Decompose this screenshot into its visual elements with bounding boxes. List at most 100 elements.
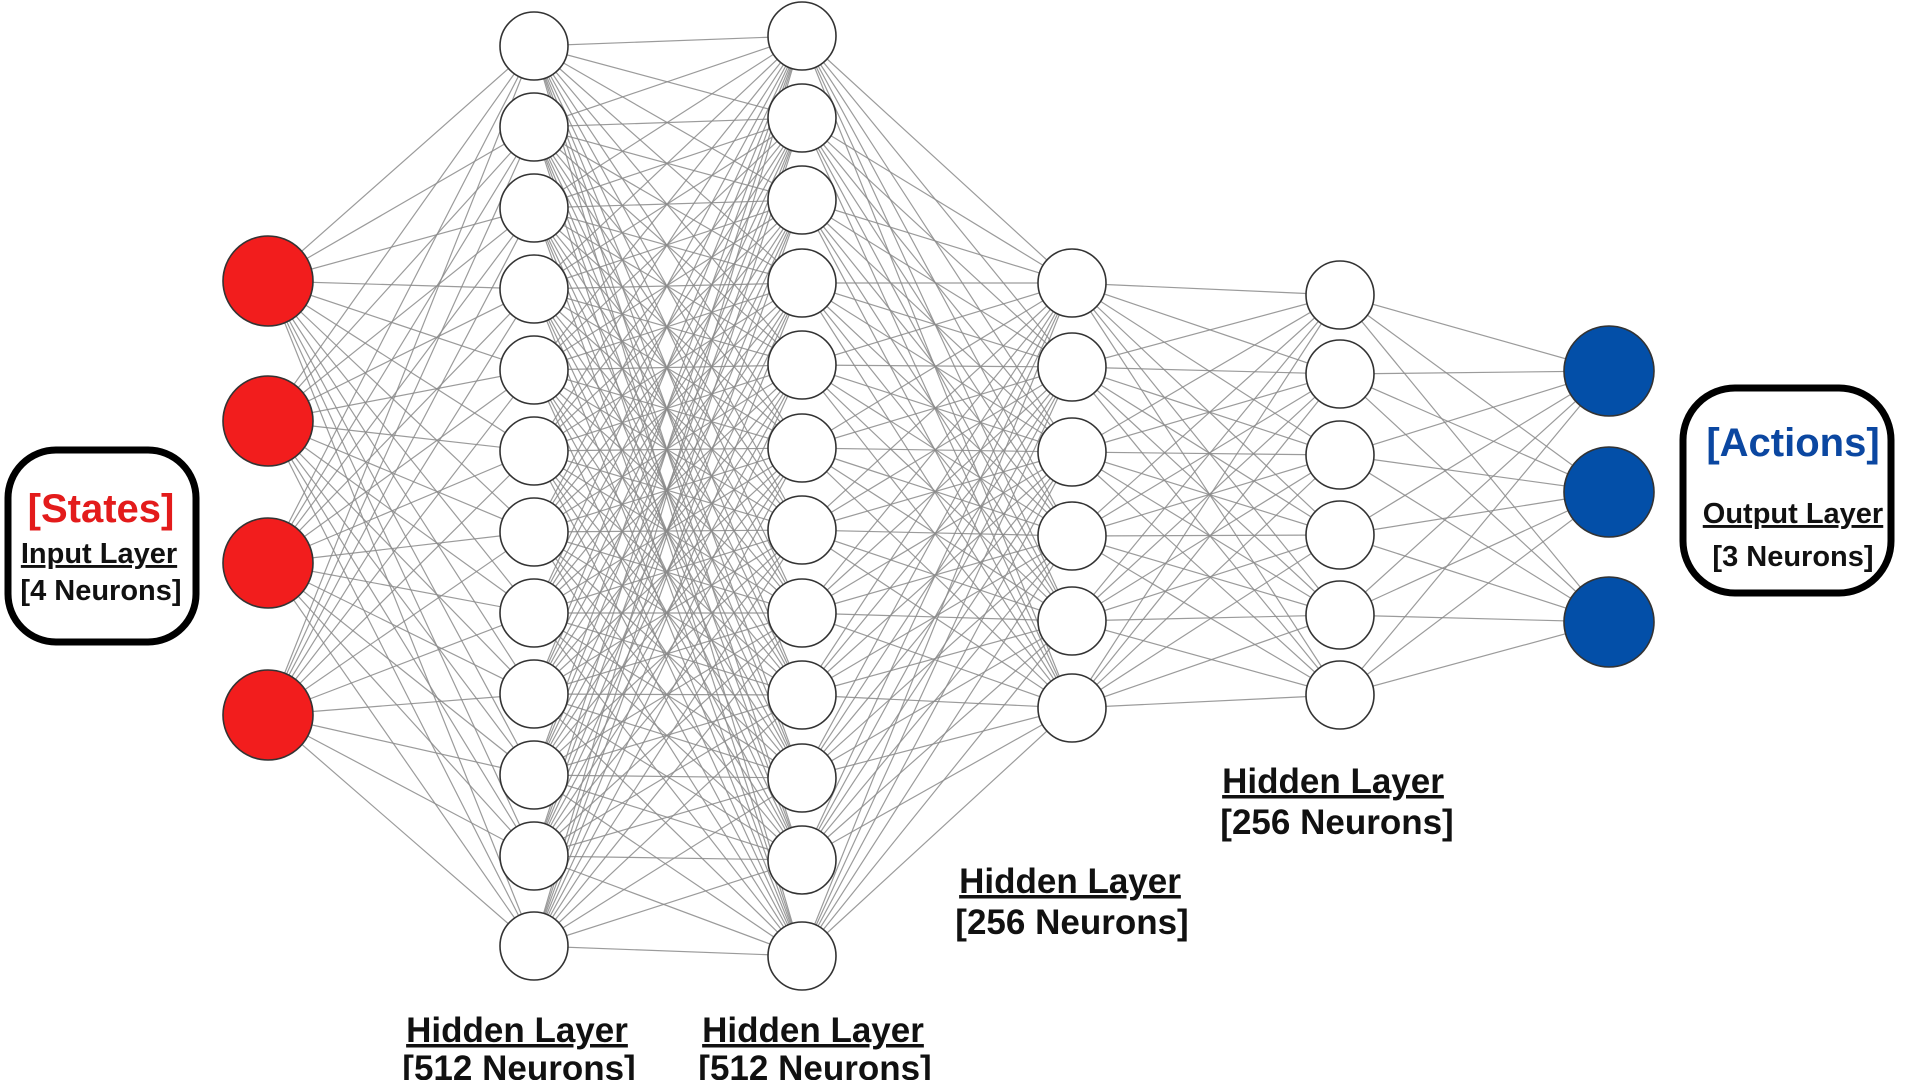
connection-edge	[1339, 294, 1610, 623]
connection-edge	[267, 450, 535, 716]
connection-edge	[801, 282, 1073, 449]
connection-edge	[801, 620, 1073, 861]
connection-edge	[267, 280, 535, 371]
connection-edge	[1071, 451, 1341, 696]
hidden-2-neuron-1	[767, 1, 837, 71]
connection-edge	[1339, 373, 1610, 623]
connection-edge	[1071, 366, 1341, 536]
connection-edge	[801, 117, 1073, 453]
hidden-4-neuron-5	[1305, 580, 1375, 650]
connection-edge	[801, 282, 1073, 957]
connection-edge	[533, 35, 803, 371]
connection-edge	[801, 35, 1073, 537]
connection-edge	[533, 282, 803, 290]
connection-edge	[801, 282, 1073, 368]
connection-edge	[267, 420, 535, 614]
connection-edge	[533, 35, 803, 695]
connection-edge	[1071, 282, 1341, 375]
input-layer-box	[4, 446, 200, 646]
connection-edge	[801, 451, 1073, 531]
connection-edge	[1071, 620, 1341, 696]
connection-edge	[801, 620, 1073, 696]
connection-edge	[533, 777, 803, 857]
connection-edge	[1071, 614, 1341, 622]
hidden-3-neuron-2	[1037, 332, 1107, 402]
connection-edge	[533, 117, 803, 857]
connection-edge	[533, 774, 803, 957]
connection-edge	[1339, 370, 1610, 616]
output-layer-name: Output Layer	[1703, 498, 1883, 530]
connection-edge	[801, 366, 1073, 957]
connection-edge	[533, 447, 803, 857]
connection-edge	[533, 369, 803, 957]
states-label: [States]	[28, 487, 175, 531]
connection-edge	[801, 447, 1073, 453]
connection-edge	[267, 126, 535, 282]
hidden-layer-3-count: [256 Neurons]	[955, 903, 1188, 942]
hidden-3-neuron-1	[1037, 248, 1107, 318]
hidden-1-neuron-11	[499, 821, 569, 891]
connection-edge	[801, 117, 1073, 709]
connection-edge	[1339, 621, 1610, 696]
connection-edge	[1071, 294, 1341, 622]
connection-edge	[1071, 282, 1341, 616]
connection-edge	[1071, 535, 1341, 616]
connection-edge	[1071, 451, 1341, 616]
connection-edge	[533, 777, 803, 947]
input-neuron-count: [4 Neurons]	[20, 575, 181, 607]
connection-edge	[533, 288, 803, 614]
connection-edge	[801, 707, 1073, 779]
connection-edge	[533, 35, 803, 614]
connection-edge	[267, 280, 535, 857]
connection-edge	[1071, 614, 1341, 709]
connection-edge	[801, 451, 1073, 779]
connection-edge	[801, 199, 1073, 622]
connection-edge	[533, 35, 803, 947]
connection-edge	[533, 694, 803, 947]
connection-edge	[801, 366, 1073, 861]
hidden-1-neuron-1	[499, 11, 569, 81]
connection-edge	[801, 535, 1073, 614]
connection-edge	[801, 694, 1073, 709]
connection-edge	[267, 45, 535, 422]
connection-edge	[801, 35, 1073, 453]
hidden-2-neuron-5	[767, 330, 837, 400]
connection-edge	[533, 35, 803, 776]
hidden-3-neuron-6	[1037, 673, 1107, 743]
input-neuron-2	[222, 375, 314, 467]
hidden-layer-1-count: [512 Neurons]	[402, 1049, 635, 1080]
connection-edge	[1071, 454, 1341, 537]
hidden-3-neuron-4	[1037, 501, 1107, 571]
hidden-1-neuron-2	[499, 92, 569, 162]
hidden-4-neuron-1	[1305, 260, 1375, 330]
connection-edge	[267, 126, 535, 422]
connection-edge	[533, 531, 803, 957]
connection-edge	[267, 562, 535, 695]
hidden-2-neuron-11	[767, 825, 837, 895]
connection-edge	[1339, 491, 1610, 616]
connection-edge	[1071, 373, 1341, 537]
connection-edge	[533, 612, 803, 957]
hidden-2-neuron-3	[767, 165, 837, 235]
connection-edge	[1071, 535, 1341, 696]
connection-edge	[267, 369, 535, 716]
connection-edge	[801, 35, 1073, 284]
connection-edge	[267, 45, 535, 564]
hidden-layer-2-count: [512 Neurons]	[698, 1049, 931, 1080]
connection-edge	[801, 35, 1073, 622]
connection-edge	[801, 612, 1073, 622]
neuron-nodes	[222, 1, 1655, 991]
connection-edge	[533, 447, 803, 947]
connection-edge	[267, 280, 535, 947]
connection-edge	[1071, 294, 1341, 537]
connection-edge	[533, 45, 803, 284]
connection-edge	[801, 35, 1073, 368]
connection-edge	[533, 364, 803, 857]
connection-edge	[533, 529, 803, 947]
connection-edge	[267, 420, 535, 533]
connection-edges	[267, 35, 1610, 957]
connection-edge	[533, 117, 803, 947]
connection-edge	[533, 35, 803, 452]
hidden-1-neuron-7	[499, 497, 569, 567]
connection-edge	[1071, 373, 1341, 453]
